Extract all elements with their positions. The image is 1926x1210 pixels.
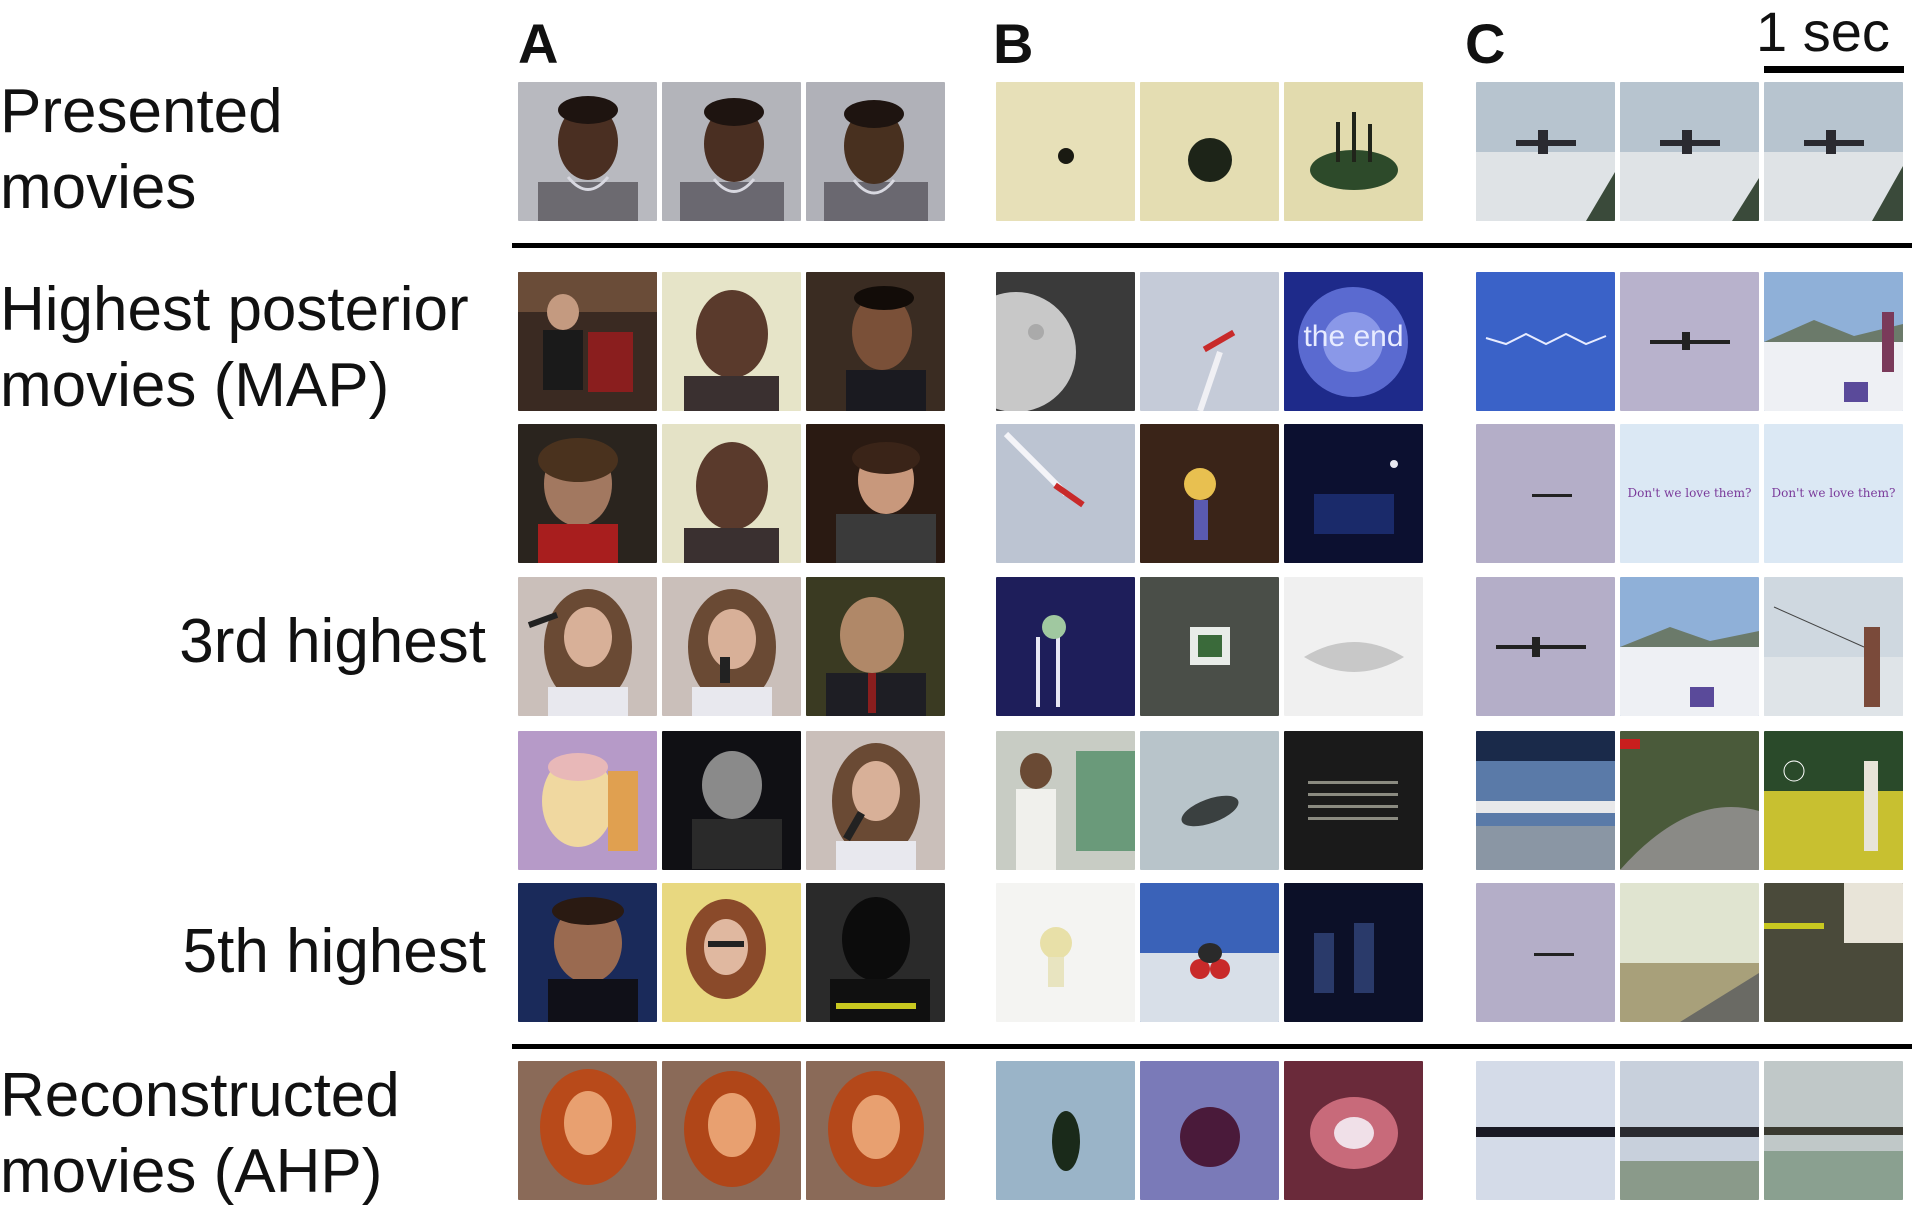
frame-recon-a-1 — [518, 1061, 657, 1200]
frame-third-a-1 — [518, 577, 657, 716]
row-label-third: 3rd highest — [179, 607, 486, 676]
frame-map1-b-3: the end — [1284, 272, 1423, 411]
frame-third-b-3 — [1284, 577, 1423, 716]
frame-map2-c-2: Don't we love them? — [1620, 424, 1759, 563]
frame-map1-a-3 — [806, 272, 945, 411]
frame-map2-a-3 — [806, 424, 945, 563]
frame-fifth-b-2 — [1140, 883, 1279, 1022]
scale-bar — [1764, 66, 1904, 73]
frame-presented-b-1 — [996, 82, 1135, 221]
frame-recon-a-2 — [662, 1061, 801, 1200]
frame-map2-b-3 — [1284, 424, 1423, 563]
frame-presented-c-2 — [1620, 82, 1759, 221]
frame-fourth-b-2 — [1140, 731, 1279, 870]
frame-fourth-c-1 — [1476, 731, 1615, 870]
frame-fourth-a-1 — [518, 731, 657, 870]
frame-fifth-c-2 — [1620, 883, 1759, 1022]
caption-dont-we-love-them-1: Don't we love them? — [1627, 486, 1752, 500]
frame-fourth-b-3 — [1284, 731, 1423, 870]
frame-fifth-a-3 — [806, 883, 945, 1022]
frame-map1-a-1 — [518, 272, 657, 411]
row-label-fifth: 5th highest — [182, 917, 486, 986]
frame-fifth-c-1 — [1476, 883, 1615, 1022]
frame-fifth-a-1 — [518, 883, 657, 1022]
column-header-a: A — [518, 12, 559, 75]
column-header-b: B — [993, 12, 1034, 75]
frame-map2-a-2 — [662, 424, 801, 563]
frame-map2-c-3: Don't we love them? — [1764, 424, 1903, 563]
row-label-presented-1: Presented — [0, 77, 283, 146]
frame-map1-c-1 — [1476, 272, 1615, 411]
frame-fourth-a-2 — [662, 731, 801, 870]
frame-fourth-a-3 — [806, 731, 945, 870]
frame-map1-b-2 — [1140, 272, 1279, 411]
frame-recon-c-1 — [1476, 1061, 1615, 1200]
frame-recon-b-2 — [1140, 1061, 1279, 1200]
row-label-map-1: Highest posterior — [0, 275, 469, 344]
caption-dont-we-love-them-2: Don't we love them? — [1771, 486, 1896, 500]
frame-map1-a-2 — [662, 272, 801, 411]
frame-fifth-a-2 — [662, 883, 801, 1022]
frame-presented-c-1 — [1476, 82, 1615, 221]
frame-map1-b-1 — [996, 272, 1135, 411]
frame-fifth-b-1 — [996, 883, 1135, 1022]
frame-map2-c-1 — [1476, 424, 1615, 563]
frame-presented-a-2 — [662, 82, 801, 221]
frame-recon-c-3 — [1764, 1061, 1903, 1200]
frame-recon-a-3 — [806, 1061, 945, 1200]
divider-rule-top — [512, 243, 1912, 248]
frame-map2-b-2 — [1140, 424, 1279, 563]
row-label-reconstructed-1: Reconstructed — [0, 1061, 400, 1130]
frame-recon-b-3 — [1284, 1061, 1423, 1200]
frame-map2-a-1 — [518, 424, 657, 563]
frame-map2-b-1 — [996, 424, 1135, 563]
frame-fifth-c-3 — [1764, 883, 1903, 1022]
frame-third-a-2 — [662, 577, 801, 716]
frame-third-a-3 — [806, 577, 945, 716]
frame-presented-a-1 — [518, 82, 657, 221]
frame-fourth-c-3 — [1764, 731, 1903, 870]
frame-presented-b-3 — [1284, 82, 1423, 221]
column-header-c: C — [1465, 12, 1506, 75]
frame-recon-c-2 — [1620, 1061, 1759, 1200]
frame-third-b-2 — [1140, 577, 1279, 716]
frame-map1-c-3 — [1764, 272, 1903, 411]
divider-rule-bottom — [512, 1044, 1912, 1049]
frame-third-b-1 — [996, 577, 1135, 716]
frame-third-c-2 — [1620, 577, 1759, 716]
frame-third-c-1 — [1476, 577, 1615, 716]
frame-presented-a-3 — [806, 82, 945, 221]
row-label-reconstructed-2: movies (AHP) — [0, 1137, 383, 1206]
scale-label: 1 sec — [1756, 0, 1890, 63]
frame-presented-c-3 — [1764, 82, 1903, 221]
row-label-map-2: movies (MAP) — [0, 351, 390, 420]
frame-presented-b-2 — [1140, 82, 1279, 221]
frame-fifth-b-3 — [1284, 883, 1423, 1022]
frame-fourth-c-2 — [1620, 731, 1759, 870]
row-label-presented-2: movies — [0, 153, 197, 222]
frame-recon-b-1 — [996, 1061, 1135, 1200]
frame-fourth-b-1 — [996, 731, 1135, 870]
the-end-text: the end — [1303, 320, 1404, 353]
frame-map1-c-2 — [1620, 272, 1759, 411]
frame-third-c-3 — [1764, 577, 1903, 716]
